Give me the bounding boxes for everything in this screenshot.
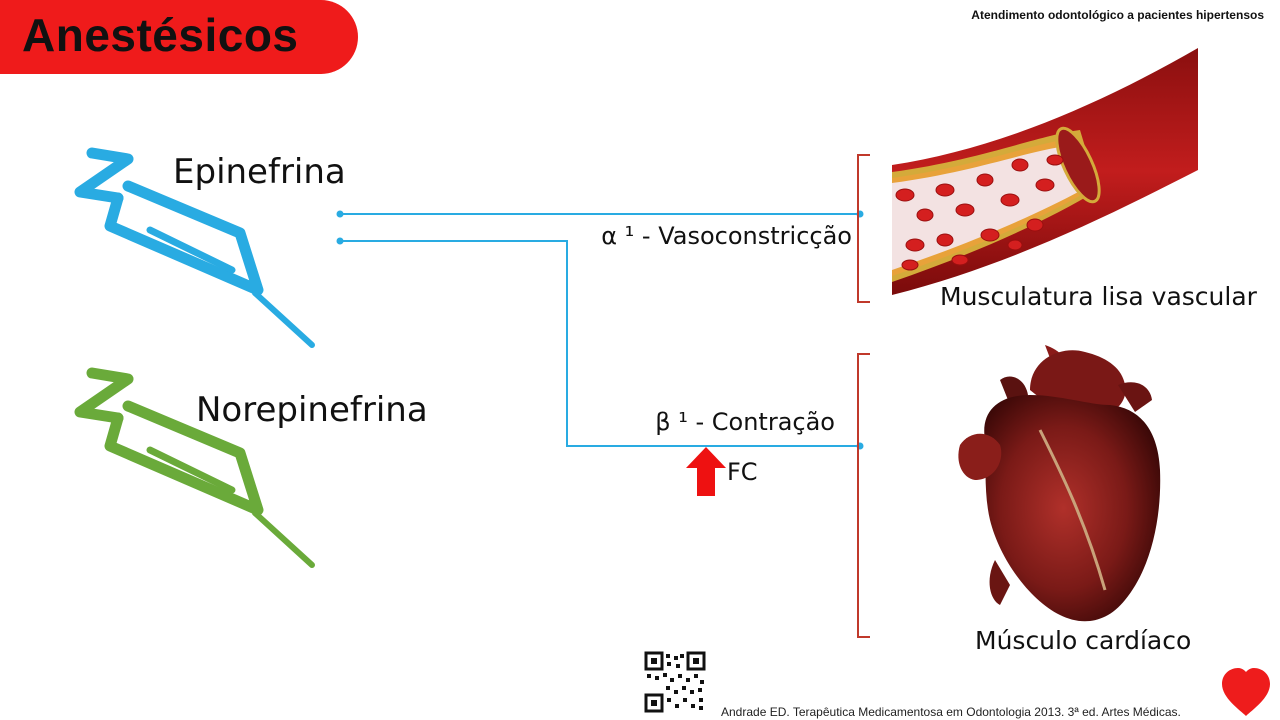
title-banner <box>0 0 358 74</box>
header-note: Atendimento odontológico a pacientes hip… <box>971 8 1264 22</box>
syringe-icon <box>74 147 315 348</box>
reference-citation: Andrade ED. Terapêutica Medicamentosa em… <box>721 705 1181 719</box>
connector-alpha <box>336 210 864 218</box>
page-title: Anestésicos <box>22 9 299 61</box>
qr-code <box>644 651 706 713</box>
syringe-icon <box>74 367 315 568</box>
blood-vessel-illustration <box>892 48 1198 295</box>
bracket-cardiac <box>857 353 870 638</box>
target-label-vascular: Musculatura lisa vascular <box>940 282 1257 311</box>
arrow-up-icon <box>686 447 726 496</box>
heart-illustration <box>958 345 1161 622</box>
target-label-cardiac: Músculo cardíaco <box>975 626 1192 655</box>
drug-label-epinefrina: Epinefrina <box>173 152 346 192</box>
effect-label-alpha: α ¹ - Vasoconstricção <box>601 222 852 250</box>
effect-sublabel-fc: FC <box>727 458 758 486</box>
bracket-vascular <box>857 154 870 303</box>
drug-label-norepinefrina: Norepinefrina <box>196 390 428 430</box>
heart-logo-icon <box>1222 668 1270 716</box>
effect-label-beta: β ¹ - Contração <box>655 408 835 436</box>
